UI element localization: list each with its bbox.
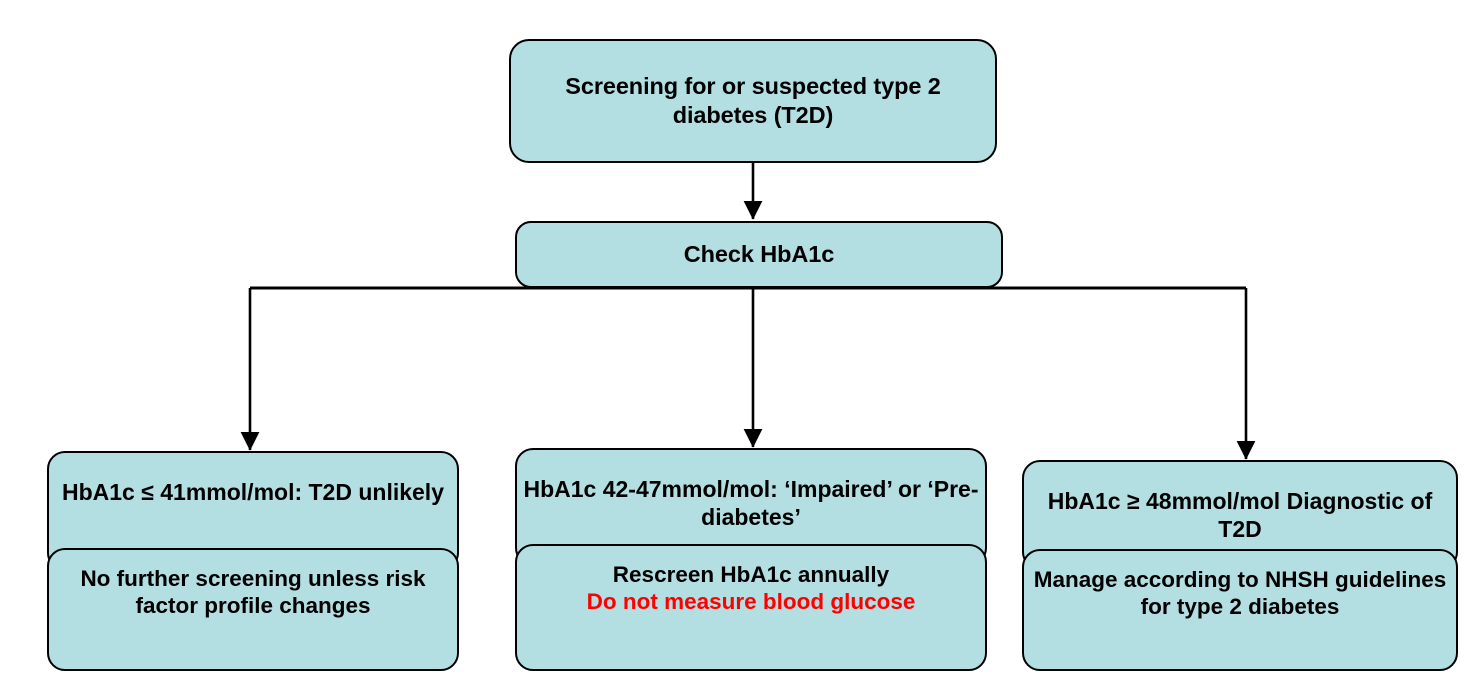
outcome-cluster-impaired: HbA1c 42-47mmol/mol: ‘Impaired’ or ‘Pre-… xyxy=(515,448,987,671)
node-low-header-label: HbA1c ≤ 41mmol/mol: T2D unlikely xyxy=(62,479,444,505)
node-impaired-detail[interactable]: Rescreen HbA1c annually Do not measure b… xyxy=(515,544,987,671)
outcome-cluster-diagnostic: HbA1c ≥ 48mmol/mol Diagnostic of T2D Man… xyxy=(1022,460,1458,671)
node-low-detail[interactable]: No further screening unless risk factor … xyxy=(47,548,459,671)
node-low-detail-label: No further screening unless risk factor … xyxy=(80,566,426,618)
node-screening-label: Screening for or suspected type 2 diabet… xyxy=(565,73,941,128)
node-impaired-warning-label: Do not measure blood glucose xyxy=(586,589,916,614)
node-diagnostic-detail[interactable]: Manage according to NHSH guidelines for … xyxy=(1022,549,1458,671)
node-impaired-detail-block: Rescreen HbA1c annually Do not measure b… xyxy=(587,546,916,615)
node-diagnostic-header-label: HbA1c ≥ 48mmol/mol Diagnostic of T2D xyxy=(1047,488,1433,542)
outcome-cluster-low: HbA1c ≤ 41mmol/mol: T2D unlikely No furt… xyxy=(47,451,459,671)
node-impaired-header-label: HbA1c 42-47mmol/mol: ‘Impaired’ or ‘Pre-… xyxy=(523,476,979,530)
node-impaired-detail-line1: Rescreen HbA1c annually xyxy=(612,562,890,587)
node-check-hba1c[interactable]: Check HbA1c xyxy=(515,221,1003,288)
node-diagnostic-detail-label: Manage according to NHSH guidelines for … xyxy=(1033,567,1447,619)
node-screening-suspected-t2d[interactable]: Screening for or suspected type 2 diabet… xyxy=(509,39,997,163)
node-check-label: Check HbA1c xyxy=(683,241,835,268)
